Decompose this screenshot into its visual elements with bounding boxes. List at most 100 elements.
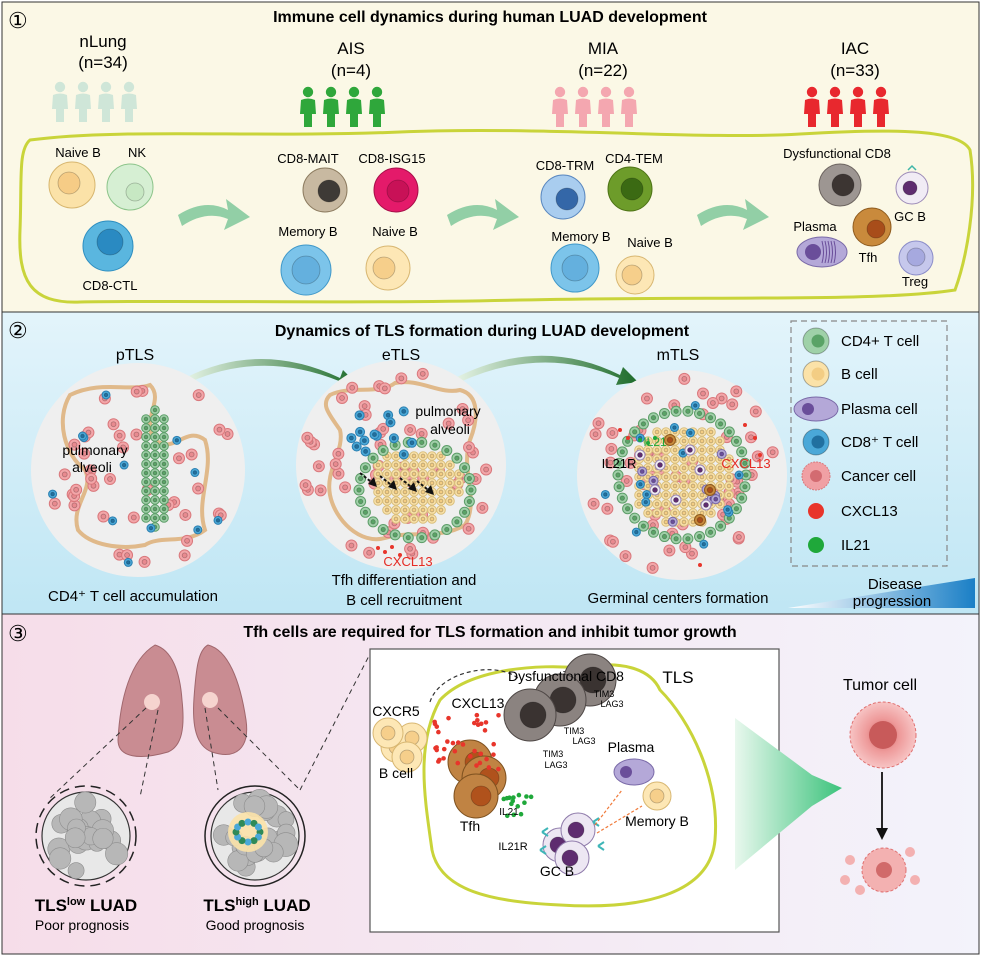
tls-cell-icon — [454, 487, 464, 497]
cancer-cell-icon — [480, 463, 493, 476]
gc-b-cell-icon — [694, 464, 706, 476]
label-cxcr5: CXCR5 — [372, 703, 420, 719]
tls-cell-icon — [670, 533, 682, 545]
cxcl13-dot-icon — [618, 428, 622, 432]
cancer-cell-icon — [70, 483, 83, 496]
tls-high-label: TLShigh LUAD — [203, 896, 310, 915]
cxcl13-dot-icon — [483, 720, 489, 725]
plasma-cell-icon — [613, 758, 655, 786]
tls-low-tumor-sphere — [41, 791, 131, 881]
stage-iac: IAC (n=33) — [830, 39, 880, 80]
cancer-cell-icon — [172, 452, 185, 465]
cd8-t-cell-icon — [406, 437, 417, 448]
tfh-migration-arrowhead — [425, 485, 434, 495]
tls-cell-icon — [159, 441, 169, 451]
tls-cell-icon — [400, 514, 410, 524]
cxcl13-dot-icon — [436, 729, 441, 735]
cancer-cell-icon — [121, 549, 134, 562]
tls-cell-icon — [637, 520, 649, 532]
tls-cell-icon — [418, 514, 428, 524]
tfh-cell-icon — [453, 773, 499, 819]
tls-cell-icon — [724, 490, 734, 500]
tls-cell-icon — [679, 517, 689, 527]
label-tim3-1: TIM3 — [594, 689, 615, 699]
tls-cell-icon — [355, 495, 367, 507]
tls-cell-icon — [688, 454, 698, 464]
cxcl13-dot-icon — [390, 545, 394, 549]
tls-cell-icon — [141, 432, 151, 442]
cd8-t-cell-icon — [190, 468, 200, 478]
stage-ais-count: (n=4) — [331, 61, 371, 80]
cxcl13-dot-icon — [441, 746, 447, 752]
tls-cell-icon — [622, 503, 634, 515]
ptls-caption: CD4⁺ T cell accumulation — [48, 588, 218, 605]
cancer-cell-icon — [378, 382, 391, 395]
label-lag3-1: LAG3 — [600, 699, 623, 709]
cancer-cell-icon — [312, 460, 325, 473]
person-icon — [873, 86, 889, 127]
legend-label: Plasma cell — [841, 401, 918, 418]
tls-cell-icon — [643, 445, 653, 455]
tls-cell-icon — [409, 469, 419, 479]
legend-item: IL21 — [808, 537, 870, 554]
cxcl13-dot-icon — [478, 751, 484, 757]
person-icon — [98, 81, 114, 122]
tls-cell-icon — [159, 432, 169, 442]
tls-cell-icon — [159, 486, 169, 496]
tls-cell-icon — [409, 451, 419, 461]
etls-alveoli-label-1: pulmonary — [415, 403, 480, 419]
cancer-cell-icon — [301, 431, 314, 444]
tls-cell-icon — [382, 460, 392, 470]
naive-b-cell-icon — [48, 161, 96, 209]
stage-mia: MIA (n=22) — [578, 39, 628, 80]
legend-item: CXCL13 — [808, 503, 898, 520]
tls-cell-icon — [359, 462, 371, 474]
tls-cell-icon — [634, 490, 644, 500]
cancer-cell-icon — [345, 539, 358, 552]
label-tfh-tls: Tfh — [460, 818, 480, 834]
tls-cell-icon — [613, 481, 625, 493]
tls-cell-icon — [629, 512, 641, 524]
tls-cell-icon — [688, 490, 698, 500]
tls-cell-icon — [382, 469, 392, 479]
tls-cell-icon — [436, 505, 446, 515]
tfh-cell-icon — [852, 207, 892, 247]
cxcl13-dot-icon — [477, 760, 483, 766]
tls-cell-icon — [427, 505, 437, 515]
etls-cxcl13-label: CXCL13 — [383, 554, 432, 569]
label-cd4-tem: CD4-TEM — [605, 151, 663, 166]
tls-cell-icon — [150, 450, 160, 460]
tls-cell-icon — [159, 414, 169, 424]
memory-b-cell-icon — [280, 244, 332, 296]
people-groups — [52, 81, 889, 127]
tls-cell-icon — [436, 460, 446, 470]
stage-iac-name: IAC — [841, 39, 869, 58]
tls-cell-icon — [159, 459, 169, 469]
cxcl13-dot-icon — [496, 766, 501, 772]
il21-dot-icon — [638, 438, 642, 442]
tls-cell-icon — [377, 524, 389, 536]
tls-cell-icon — [724, 463, 734, 473]
il21-dot-icon — [518, 811, 524, 817]
tls-cell-icon — [658, 407, 670, 419]
tumor-fragment-icon — [905, 847, 915, 857]
cxcl13-dot-icon — [398, 553, 402, 557]
cancer-cell-icon — [415, 427, 428, 440]
tls-cell-icon — [622, 435, 634, 447]
tls-cell-icon — [706, 508, 716, 518]
cancer-cell-icon — [113, 429, 126, 442]
tls-cell-icon — [141, 423, 151, 433]
tls-cell-icon — [740, 469, 752, 481]
tls-cell-icon — [705, 526, 717, 538]
cancer-cell-icon — [130, 385, 143, 398]
label-dysfunctional-cd8-tls: Dysfunctional CD8 — [508, 668, 624, 684]
b-cell-icon — [391, 741, 423, 773]
gc-b-cell-icon — [895, 171, 929, 205]
tls-cell-icon — [150, 459, 160, 469]
plasma-cell-icon — [648, 475, 659, 486]
tls-cell-icon — [418, 460, 428, 470]
stage-mia-count: (n=22) — [578, 61, 628, 80]
panel-2-title: Dynamics of TLS formation during LUAD de… — [275, 323, 690, 340]
legend-item: CD8⁺ T cell — [802, 428, 918, 456]
tls-cell-icon — [400, 460, 410, 470]
